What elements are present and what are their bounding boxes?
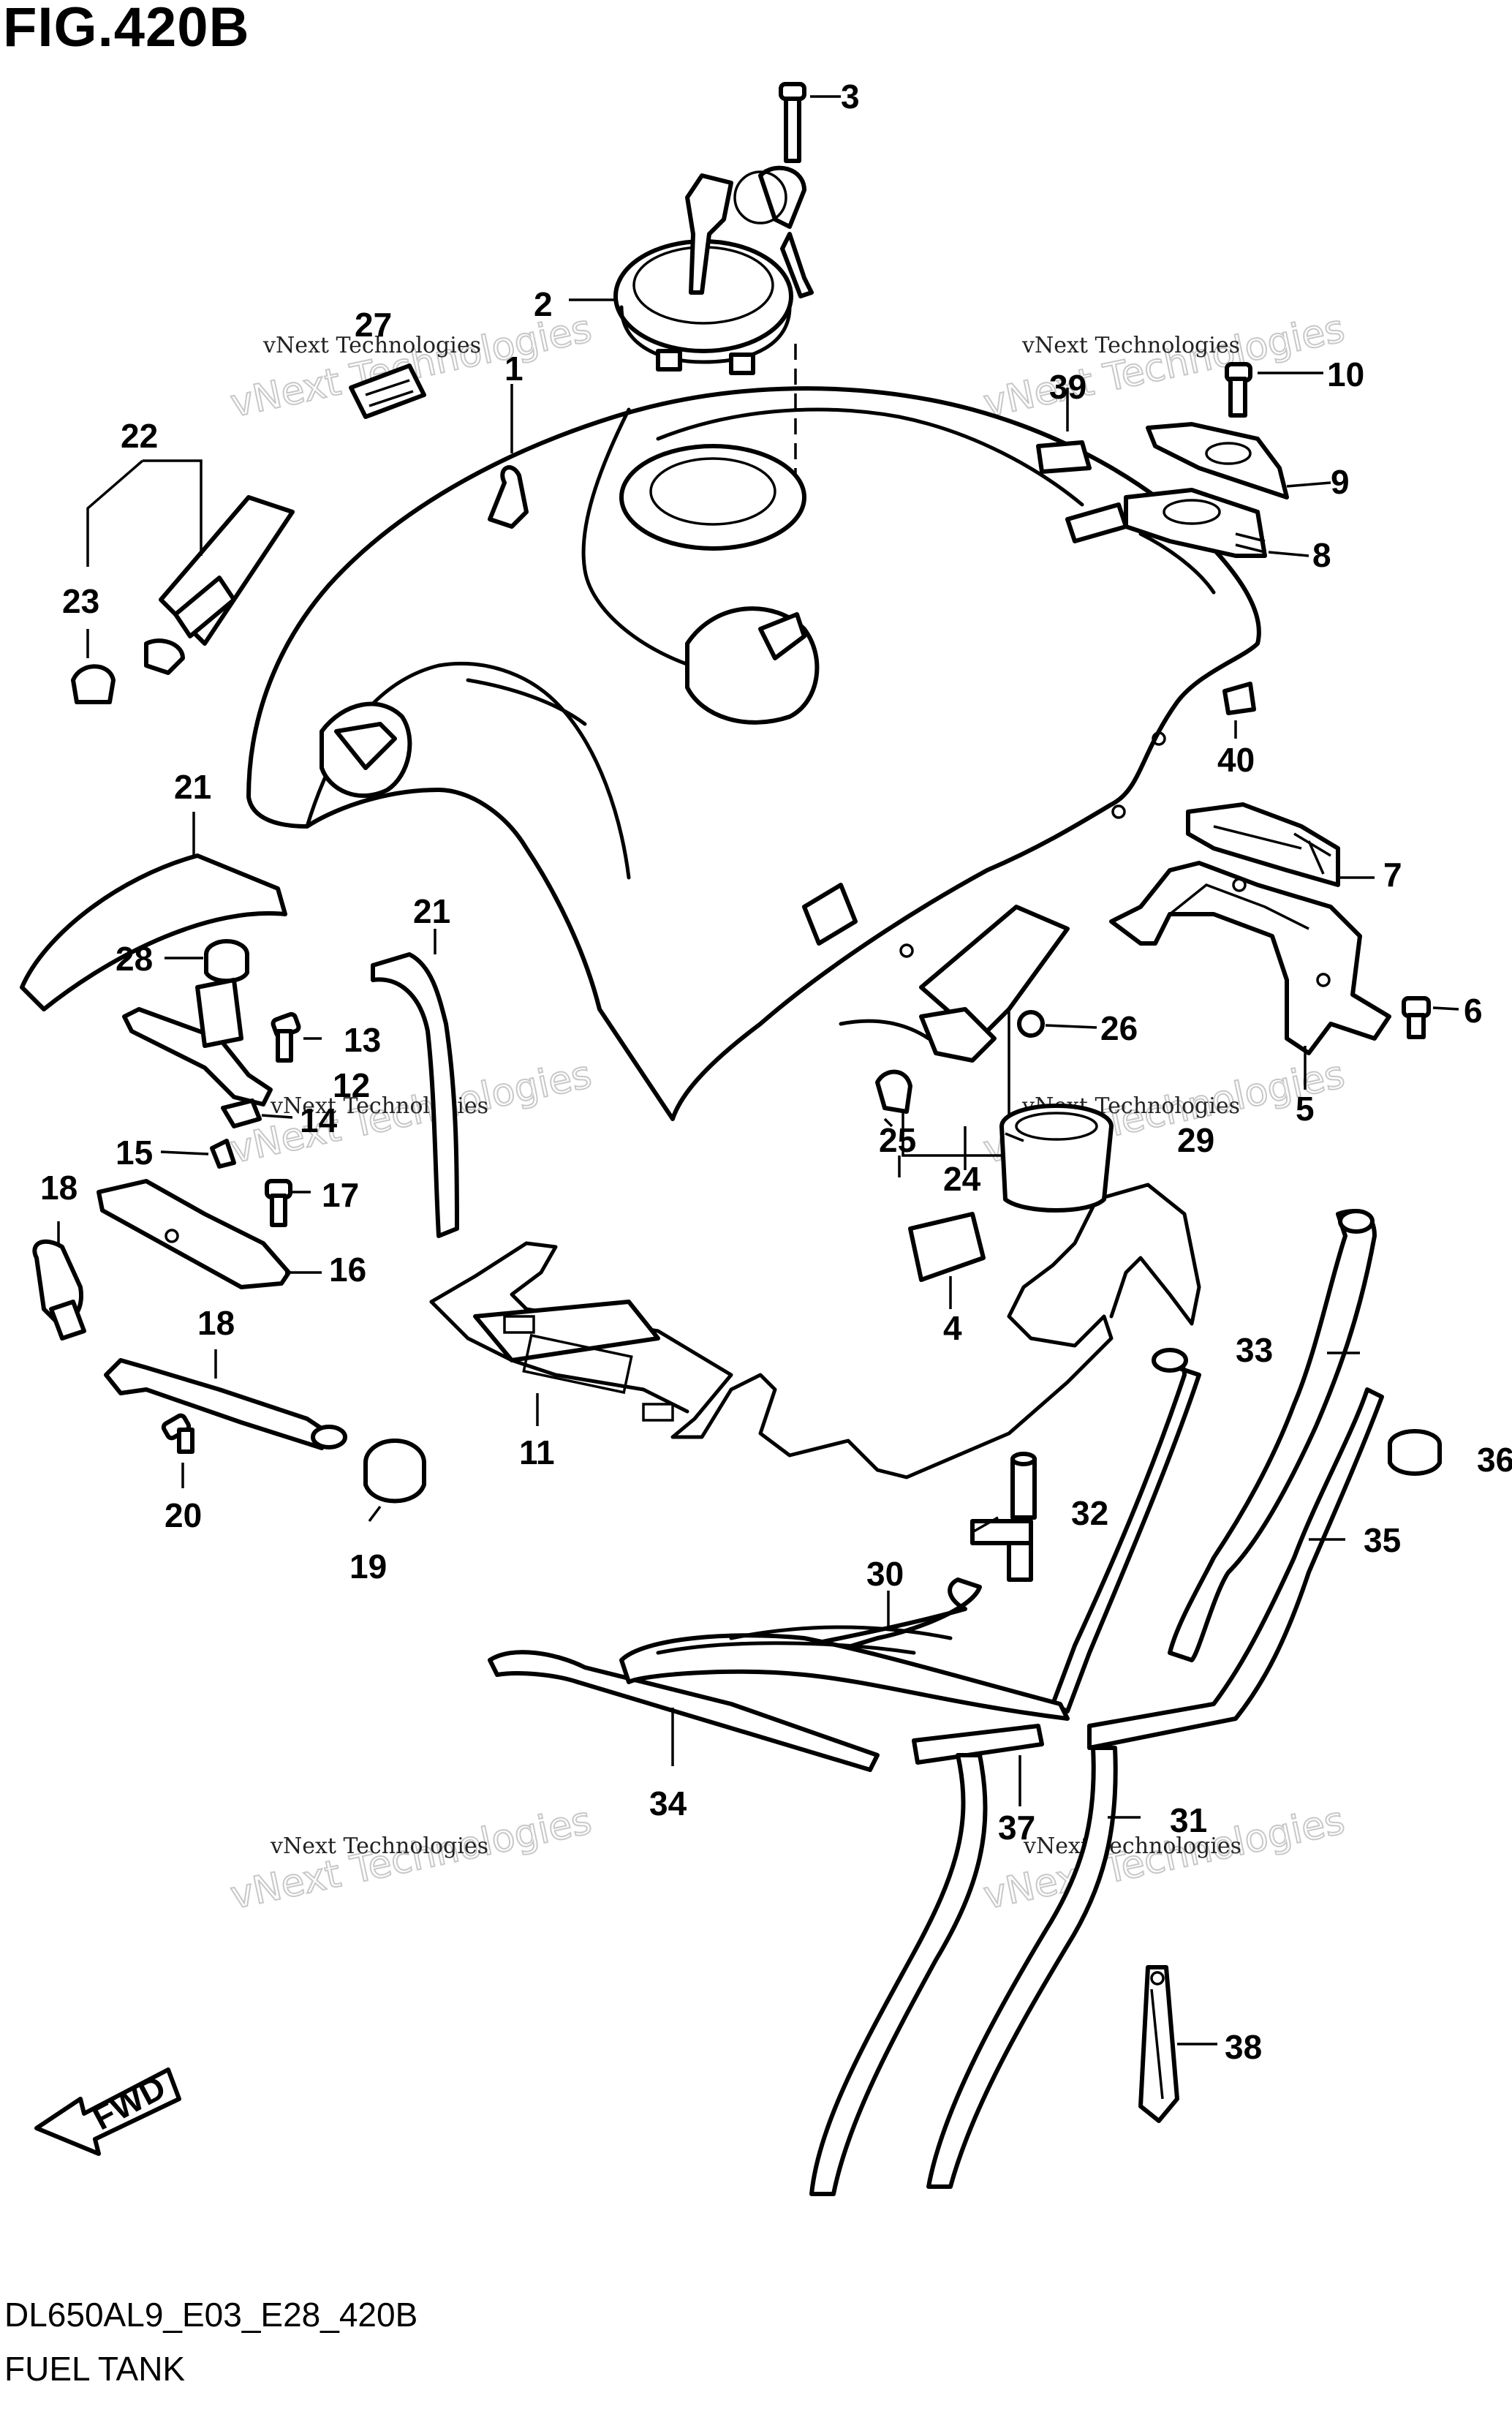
callout-33: 33 [1236, 1331, 1273, 1369]
callout-20: 20 [165, 1496, 202, 1534]
part-25-cap [875, 1069, 912, 1114]
part-18-bracket [104, 1358, 331, 1450]
part-39-cushion [1036, 440, 1092, 474]
part-drain-tube [1051, 1348, 1201, 1713]
part-9-bracket [1146, 422, 1289, 499]
part-40-cushion [1222, 682, 1256, 715]
callout-8: 8 [1312, 536, 1331, 574]
part-18-clamp [32, 1239, 86, 1341]
callout-34: 34 [649, 1784, 687, 1822]
part-38-clamp [1138, 1965, 1179, 2123]
callout-7: 7 [1383, 856, 1402, 894]
callout-21: 21 [413, 892, 450, 930]
watermark-small: vNext Technologies [1021, 333, 1240, 358]
part-14-nut [221, 1098, 262, 1128]
callout-1: 1 [504, 350, 523, 388]
watermark-small: vNext Technologies [262, 333, 481, 358]
part-33-hose [1168, 1209, 1377, 1662]
part-5-bracket [1109, 861, 1391, 1055]
callout-17: 17 [322, 1176, 359, 1214]
callout-27: 27 [355, 306, 392, 344]
callout-28: 28 [116, 940, 153, 978]
part-37-joint [912, 1724, 1044, 1765]
part-15-clip [210, 1139, 236, 1169]
callout-12: 12 [333, 1066, 370, 1104]
part-4-cushion [908, 1212, 986, 1282]
figure-title: FIG.420B [3, 0, 250, 59]
fwd-label: FWD [86, 2067, 172, 2137]
part-6-bolt [1402, 996, 1431, 1039]
callout-40: 40 [1217, 741, 1255, 779]
callout-22: 22 [121, 417, 158, 455]
callout-labels: 1 2 3 4 5 6 7 8 9 10 11 12 13 14 15 16 1… [40, 78, 1512, 2066]
callout-11: 11 [519, 1433, 555, 1471]
part-20-bolt [161, 1413, 194, 1454]
callout-4: 4 [943, 1309, 962, 1347]
part-27-pad [349, 363, 426, 419]
part-1-fuel-tank [246, 386, 1261, 1121]
callout-3: 3 [841, 78, 860, 116]
figure-name: FUEL TANK [4, 2350, 186, 2388]
callout-13: 13 [344, 1021, 381, 1059]
part-22-clamp [144, 495, 295, 675]
callout-39: 39 [1049, 368, 1086, 406]
part-23-cap [71, 664, 116, 704]
callout-6: 6 [1464, 992, 1483, 1030]
callout-16: 16 [329, 1251, 366, 1289]
callout-9: 9 [1331, 463, 1350, 501]
part-12-bracket [122, 978, 273, 1106]
watermark-big: vNext Technologies [980, 307, 1348, 426]
part-7-cushion [1186, 802, 1340, 887]
callout-18: 18 [197, 1304, 235, 1342]
figure-code: DL650AL9_E03_E28_420B [4, 2296, 418, 2334]
leader-lines [57, 95, 1459, 2046]
callout-30: 30 [866, 1555, 904, 1593]
part-3-screw [779, 82, 806, 163]
callout-5: 5 [1296, 1090, 1315, 1128]
part-26-clip [1017, 1010, 1045, 1038]
part-21-hose-center [371, 952, 459, 1238]
part-21-hose [20, 853, 287, 1011]
part-10-bolt [1225, 362, 1252, 418]
part-29-band [999, 1104, 1114, 1213]
part-8-cushion [1065, 488, 1267, 558]
part-28-cushion [204, 939, 249, 984]
callout-14: 14 [300, 1101, 338, 1139]
callout-2: 2 [534, 285, 553, 323]
part-11-tank-pad [429, 1183, 1201, 1479]
fwd-arrow-icon: FWD [34, 2067, 181, 2156]
callout-25: 25 [879, 1121, 916, 1159]
callout-19: 19 [349, 1547, 387, 1586]
callout-29: 29 [1177, 1121, 1214, 1159]
callout-18: 18 [40, 1169, 78, 1207]
part-31-hoses [809, 1746, 1118, 2196]
callout-21: 21 [174, 768, 211, 806]
part-13-bolt [271, 1011, 301, 1063]
callout-15: 15 [116, 1134, 153, 1172]
callout-38: 38 [1225, 2028, 1262, 2066]
part-16-plate [97, 1179, 291, 1289]
part-32-tjoint [970, 1452, 1037, 1582]
part-30-hose [802, 1577, 982, 1662]
callout-10: 10 [1327, 355, 1364, 393]
part-17-bolt [265, 1179, 292, 1227]
callout-35: 35 [1364, 1521, 1401, 1559]
part-34-hose [488, 1625, 1070, 1772]
callout-32: 32 [1071, 1494, 1108, 1532]
callout-24: 24 [943, 1160, 981, 1198]
part-35-hose [1087, 1387, 1384, 1750]
watermark-small: vNext Technologies [270, 1833, 488, 1859]
callout-23: 23 [62, 582, 99, 620]
part-19-collar [311, 1425, 426, 1504]
watermark-small: vNext Technologies [1023, 1833, 1241, 1859]
part-36-rubber [1388, 1429, 1442, 1476]
callout-31: 31 [1170, 1801, 1207, 1839]
callout-37: 37 [998, 1809, 1035, 1847]
part-2-fuel-cap [613, 165, 814, 475]
callout-26: 26 [1100, 1009, 1138, 1047]
callout-36: 36 [1477, 1441, 1512, 1479]
